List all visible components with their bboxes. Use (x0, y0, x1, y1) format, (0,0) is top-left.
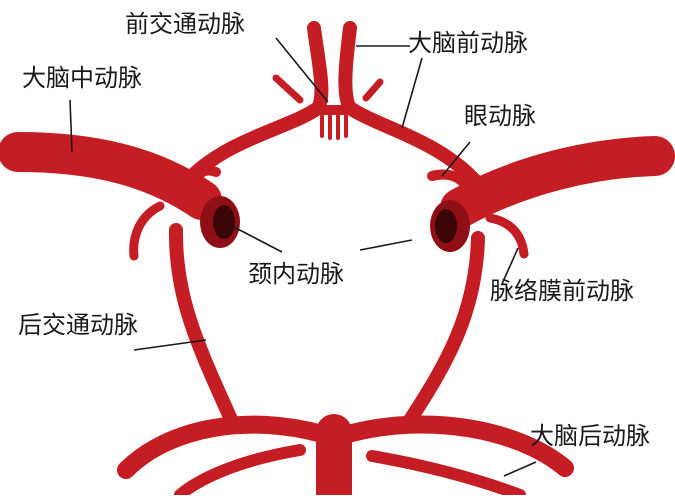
artery-ophthalmic-right (432, 175, 468, 190)
label-posterior-cerebral-artery: 大脑后动脉 (530, 424, 650, 448)
label-middle-cerebral-artery: 大脑中动脉 (22, 66, 142, 90)
internal-carotid-left-lumen (213, 205, 235, 239)
artery-anterior-choroidal-left (134, 206, 160, 256)
artery-posterior-communicating-right (406, 238, 478, 426)
leader-internal-carotid-right (360, 240, 412, 250)
artery-middle-cerebral-right (460, 156, 655, 208)
artery-branch-left-small (276, 78, 300, 100)
artery-posterior-cerebral-right-lower (372, 456, 520, 495)
artery-posterior-cerebral-left-lower (180, 450, 300, 495)
leader-posterior-cerebral (504, 462, 536, 476)
artery-anterior-choroidal-right (490, 218, 524, 254)
label-anterior-communicating-artery: 前交通动脉 (125, 12, 245, 36)
artery-posterior-communicating-left (176, 230, 234, 426)
label-anterior-choroidal-artery: 脉络膜前动脉 (490, 279, 634, 303)
label-ophthalmic-artery: 眼动脉 (464, 104, 536, 128)
leader-internal-carotid-left (232, 226, 282, 252)
internal-carotid-right-lumen (435, 209, 457, 243)
artery-middle-cerebral-left (18, 152, 202, 200)
label-internal-carotid-artery: 颈内动脉 (248, 262, 344, 286)
leader-anterior-cerebral-down (402, 58, 422, 128)
label-posterior-communicating-artery: 后交通动脉 (18, 313, 138, 337)
artery-branch-right-small (366, 82, 380, 98)
label-anterior-cerebral-artery: 大脑前动脉 (408, 31, 528, 55)
